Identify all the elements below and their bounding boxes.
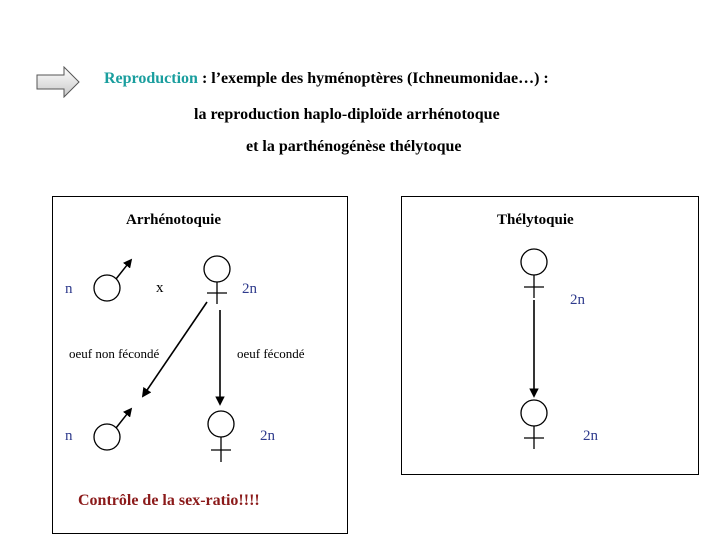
header-keyword: Reproduction: [104, 70, 198, 87]
unfertilized-egg-label: oeuf non fécondé: [69, 346, 160, 361]
female-ploidy-top: 2n: [242, 281, 257, 297]
header-line-1-rest: : l’exemple des hyménoptères (Ichneumoni…: [197, 70, 549, 87]
female-symbol-icon: [203, 255, 231, 304]
header-line-3: et la parthénogénèse thélytoque: [246, 138, 462, 155]
right-female-ploidy-bottom: 2n: [583, 428, 598, 444]
male-ploidy-bottom: n: [65, 428, 73, 444]
right-arrow-icon: [36, 66, 80, 98]
thelytoky-title: Thélytoquie: [497, 212, 574, 228]
female-symbol-icon: [520, 248, 548, 298]
male-ploidy-top: n: [65, 281, 73, 297]
right-female-ploidy-top: 2n: [570, 292, 585, 308]
left-panel-arrhenotoky: [52, 196, 348, 534]
male-symbol-icon: [93, 258, 133, 302]
sex-ratio-conclusion: Contrôle de la sex-ratio!!!!: [78, 492, 260, 509]
header-line-1: Reproduction : l’exemple des hyménoptère…: [104, 70, 549, 88]
fertilized-egg-label: oeuf fécondé: [237, 346, 305, 361]
down-arrow-icon: [141, 301, 208, 398]
arrhenotoky-title: Arrhénotoquie: [126, 212, 221, 228]
female-ploidy-bottom: 2n: [260, 428, 275, 444]
female-symbol-icon: [207, 410, 235, 462]
male-symbol-icon: [93, 407, 133, 451]
female-symbol-icon: [520, 399, 548, 449]
right-panel-thelytoky: [401, 196, 699, 475]
cross-symbol: x: [156, 280, 164, 296]
header-line-2: la reproduction haplo-diploïde arrhénoto…: [194, 106, 500, 123]
